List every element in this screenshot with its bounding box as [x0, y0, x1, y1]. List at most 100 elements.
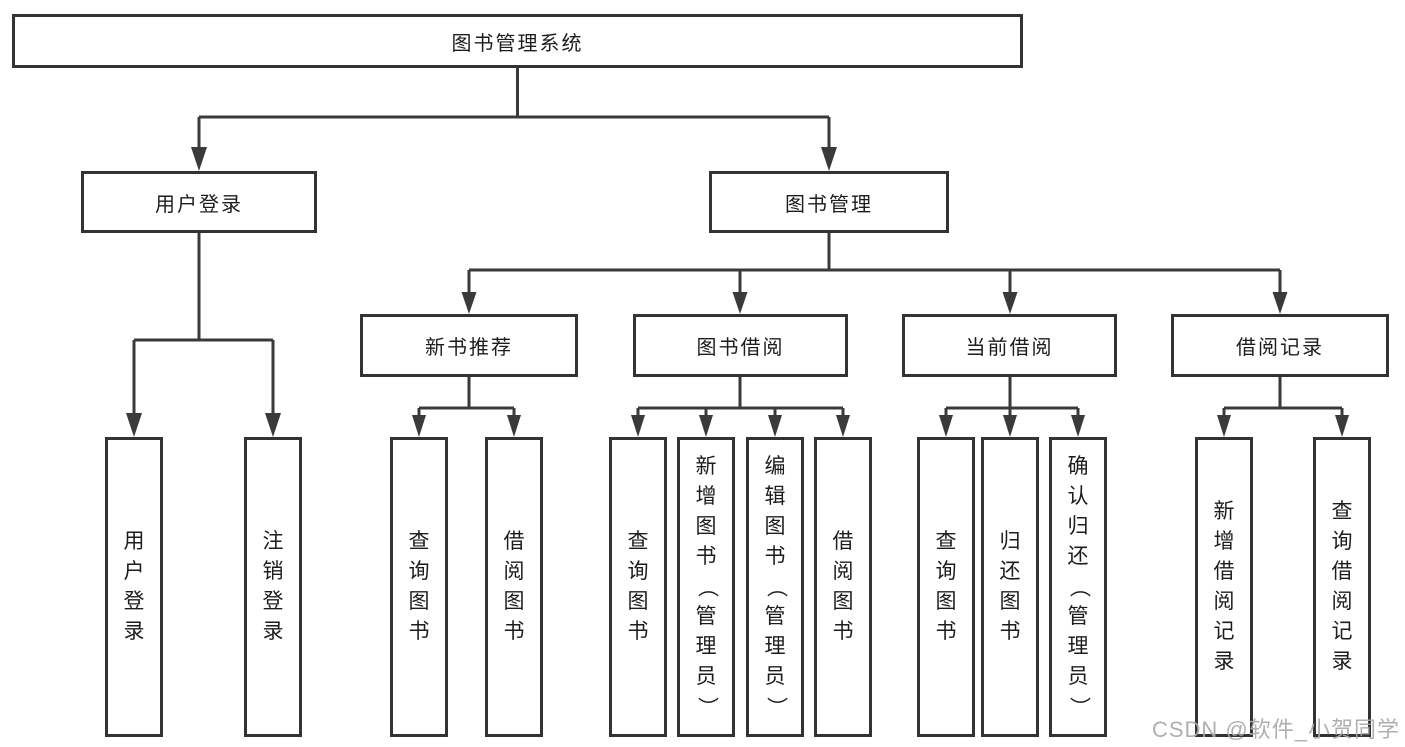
vertical-char: 图: [627, 590, 649, 613]
vertical-char: 认: [1067, 485, 1089, 508]
vertical-char: 图: [503, 590, 525, 613]
vertical-char: （: [1067, 576, 1090, 598]
vertical-char: 阅: [1213, 590, 1235, 613]
vertical-char: 登: [123, 590, 145, 613]
node-new-book-recommendation-label: 新书推荐: [425, 337, 513, 359]
node-book-management-label: 图书管理: [785, 193, 873, 216]
vertical-char: 记: [1213, 620, 1235, 643]
vertical-char: ）: [1067, 696, 1090, 718]
vertical-char: 新: [1213, 500, 1235, 523]
vertical-char: 书: [503, 620, 525, 643]
vertical-char: 书: [832, 620, 854, 643]
vertical-char: 借: [832, 530, 854, 553]
vertical-char: 还: [999, 560, 1021, 583]
vertical-char: 员: [1067, 665, 1089, 688]
vertical-char: 书: [935, 620, 957, 643]
vertical-char: 登: [262, 590, 284, 613]
vertical-char: 借: [1213, 560, 1235, 583]
vertical-char: 书: [627, 620, 649, 643]
leaf-borrow-books-recommend: 借阅图书: [485, 437, 543, 737]
vertical-char: 查: [627, 530, 649, 553]
leaf-confirm-return-admin: 确认归还（管理员）: [1049, 437, 1107, 737]
leaf-borrow-books-borrowing: 借阅图书: [814, 437, 872, 737]
vertical-char: （: [695, 576, 718, 598]
vertical-char: 管: [764, 605, 786, 628]
node-borrowing-records-label: 借阅记录: [1236, 337, 1324, 359]
node-book-borrowing: 图书借阅: [633, 314, 848, 377]
vertical-char: ）: [764, 696, 787, 718]
vertical-char: 图: [935, 590, 957, 613]
leaf-edit-book-admin-label: 编辑图书（管理员）: [764, 452, 787, 722]
vertical-char: 管: [1067, 605, 1089, 628]
vertical-char: 辑: [764, 485, 786, 508]
vertical-char: 询: [935, 560, 957, 583]
vertical-char: 阅: [832, 560, 854, 583]
vertical-char: 图: [408, 590, 430, 613]
leaf-query-books-recommend-label: 查询图书: [409, 527, 430, 647]
vertical-char: 录: [262, 620, 284, 643]
vertical-char: 用: [123, 530, 145, 553]
vertical-char: 新: [695, 455, 717, 478]
watermark: CSDN @软件_小贺同学: [1151, 717, 1400, 742]
vertical-char: ）: [695, 696, 718, 718]
node-system-root-label: 图书管理系统: [451, 32, 584, 55]
leaf-return-books-label: 归还图书: [1000, 527, 1021, 647]
leaf-query-books-borrowing: 查询图书: [609, 437, 667, 737]
vertical-char: 查: [408, 530, 430, 553]
leaf-edit-book-admin: 编辑图书（管理员）: [746, 437, 804, 737]
node-current-borrowing: 当前借阅: [902, 314, 1117, 377]
vertical-char: 询: [1331, 530, 1353, 553]
vertical-char: （: [764, 576, 787, 598]
vertical-char: 归: [999, 530, 1021, 553]
leaf-add-book-admin-label: 新增图书（管理员）: [695, 452, 718, 722]
leaf-query-books-current: 查询图书: [917, 437, 975, 737]
vertical-char: 还: [1067, 545, 1089, 568]
vertical-char: 借: [1331, 560, 1353, 583]
node-book-borrowing-label: 图书借阅: [696, 337, 785, 359]
vertical-char: 增: [695, 485, 717, 508]
vertical-char: 阅: [1331, 590, 1353, 613]
node-borrowing-records: 借阅记录: [1171, 314, 1389, 377]
vertical-char: 书: [764, 545, 786, 568]
leaf-confirm-return-admin-label: 确认归还（管理员）: [1067, 452, 1090, 722]
vertical-char: 录: [123, 620, 145, 643]
vertical-char: 图: [764, 515, 786, 538]
vertical-char: 图: [999, 590, 1021, 613]
vertical-char: 记: [1331, 620, 1353, 643]
node-user-login: 用户登录: [81, 171, 317, 233]
leaf-add-book-admin: 新增图书（管理员）: [677, 437, 735, 737]
node-new-book-recommendation: 新书推荐: [360, 314, 578, 377]
leaf-query-borrow-record-label: 查询借阅记录: [1332, 497, 1353, 677]
vertical-char: 询: [627, 560, 649, 583]
node-book-management: 图书管理: [709, 171, 949, 233]
vertical-char: 书: [999, 620, 1021, 643]
leaf-return-books: 归还图书: [981, 437, 1039, 737]
vertical-char: 录: [1331, 650, 1353, 673]
leaf-borrow-books-recommend-label: 借阅图书: [504, 527, 525, 647]
leaf-add-borrow-record-label: 新增借阅记录: [1214, 497, 1235, 677]
leaf-logout: 注销登录: [244, 437, 302, 737]
node-system-root: 图书管理系统: [12, 14, 1023, 68]
leaf-borrow-books-borrowing-label: 借阅图书: [833, 527, 854, 647]
vertical-char: 阅: [503, 560, 525, 583]
vertical-char: 户: [123, 560, 145, 583]
vertical-char: 理: [695, 635, 717, 658]
vertical-char: 借: [503, 530, 525, 553]
vertical-char: 图: [832, 590, 854, 613]
leaf-query-books-current-label: 查询图书: [936, 527, 957, 647]
vertical-char: 书: [408, 620, 430, 643]
vertical-char: 注: [262, 530, 284, 553]
vertical-char: 编: [764, 455, 786, 478]
vertical-char: 查: [935, 530, 957, 553]
vertical-char: 查: [1331, 500, 1353, 523]
vertical-char: 管: [695, 605, 717, 628]
node-current-borrowing-label: 当前借阅: [965, 337, 1054, 359]
node-user-login-label: 用户登录: [155, 193, 243, 216]
vertical-char: 询: [408, 560, 430, 583]
leaf-add-borrow-record: 新增借阅记录: [1195, 437, 1253, 737]
vertical-char: 理: [764, 635, 786, 658]
leaf-query-books-recommend: 查询图书: [390, 437, 448, 737]
leaf-query-borrow-record: 查询借阅记录: [1313, 437, 1371, 737]
vertical-char: 确: [1067, 455, 1089, 478]
